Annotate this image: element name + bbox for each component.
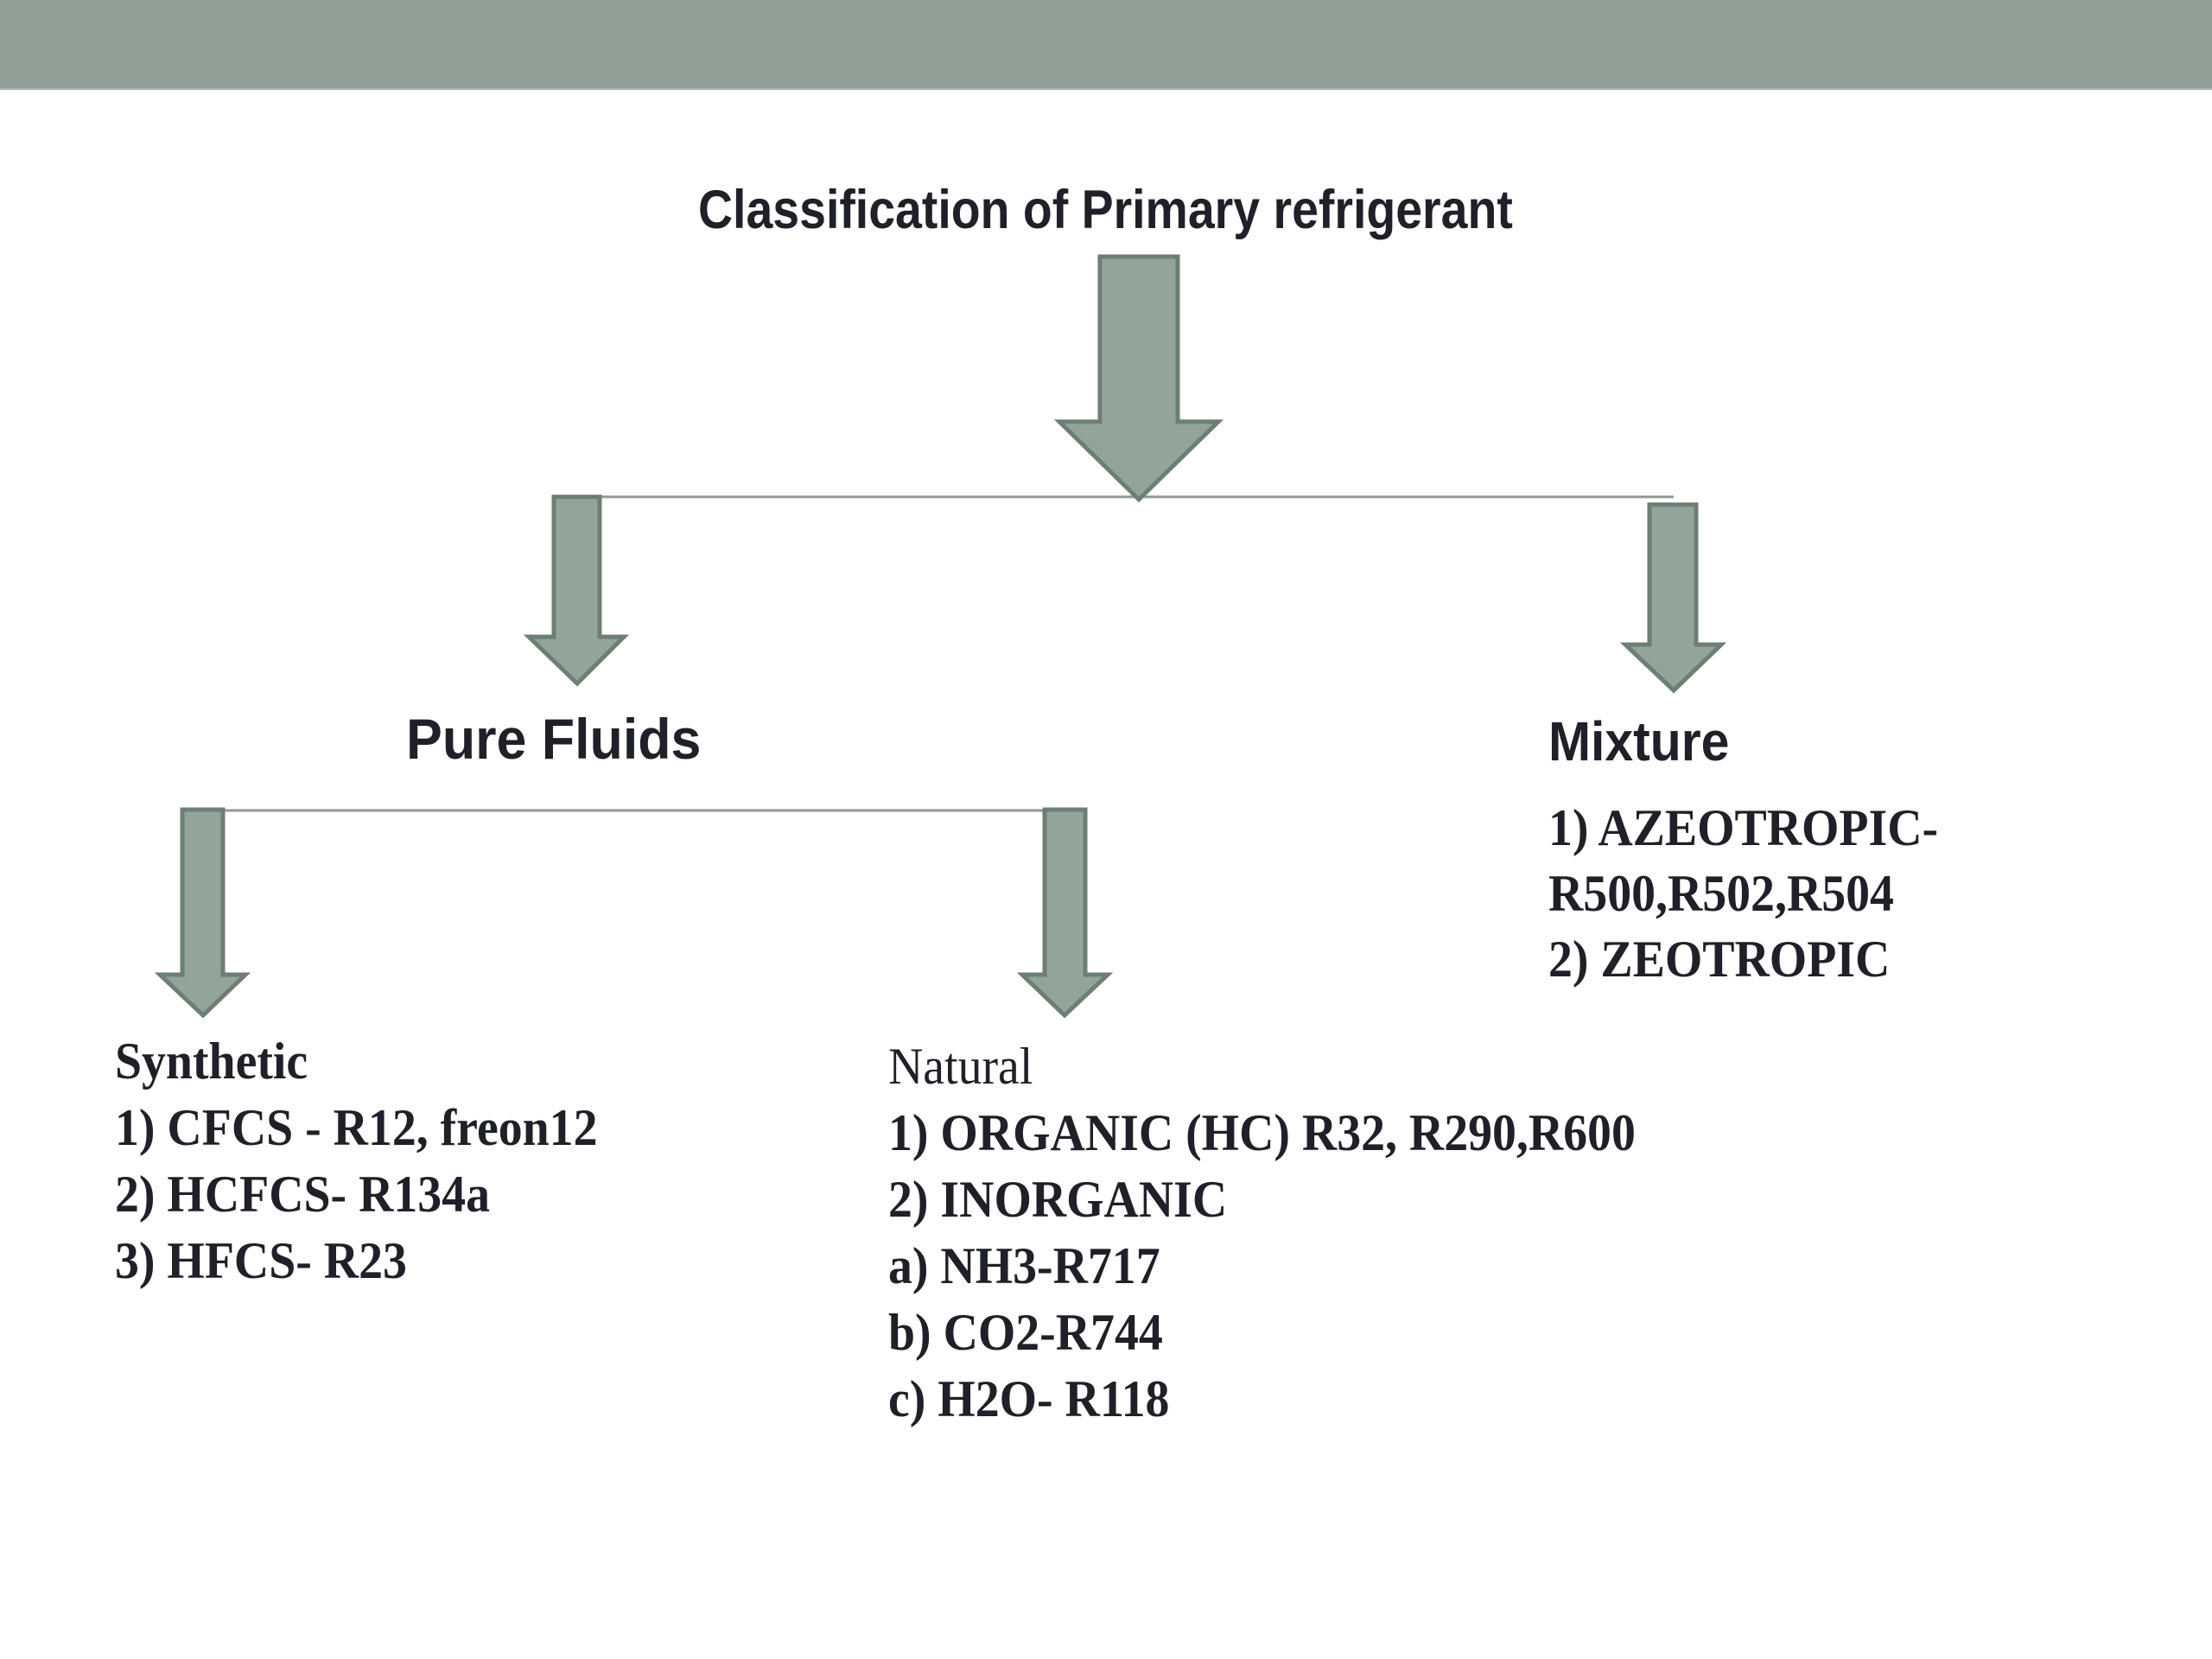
mixture-down-arrow-icon	[1619, 502, 1727, 694]
synthetic-item: 2) HCFCS- R134a	[115, 1166, 490, 1223]
mixture-block: 1) AZEOTROPIC- R500,R502,R504 2) ZEOTROP…	[1548, 795, 1938, 992]
natural-item: c) H2O- R118	[888, 1370, 1170, 1427]
pure-fluids-label: Pure Fluids	[406, 707, 702, 771]
natural-item: 2) INORGANIC	[888, 1171, 1228, 1228]
natural-block: Natural 1) ORGANIC (HC) R32, R290,R600 2…	[888, 1033, 1636, 1433]
synthetic-block: Synthetic 1) CFCS - R12, freon12 2) HCFC…	[115, 1028, 597, 1294]
synthetic-heading: Synthetic	[115, 1033, 308, 1090]
mixture-label: Mixture	[1548, 710, 1730, 772]
main-down-arrow-icon	[1053, 254, 1224, 503]
synthetic-item: 1) CFCS - R12, freon12	[115, 1099, 598, 1156]
mixture-item: 1) AZEOTROPIC-	[1548, 799, 1939, 856]
mixture-item: R500,R502,R504	[1548, 865, 1894, 922]
synthetic-item: 3) HFCS- R23	[115, 1232, 407, 1289]
mixture-item: 2) ZEOTROPIC	[1548, 931, 1891, 988]
synthetic-down-arrow-icon	[154, 807, 251, 1019]
natural-item: b) CO2-R744	[888, 1304, 1163, 1361]
natural-heading: Natural	[888, 1038, 1033, 1095]
natural-down-arrow-icon	[1016, 807, 1114, 1019]
header-bar	[0, 0, 2212, 90]
natural-item: a) NH3-R717	[888, 1237, 1160, 1294]
pure-fluids-down-arrow-icon	[523, 494, 630, 687]
natural-item: 1) ORGANIC (HC) R32, R290,R600	[888, 1104, 1636, 1161]
diagram-title: Classification of Primary refrigerant	[698, 180, 1513, 240]
